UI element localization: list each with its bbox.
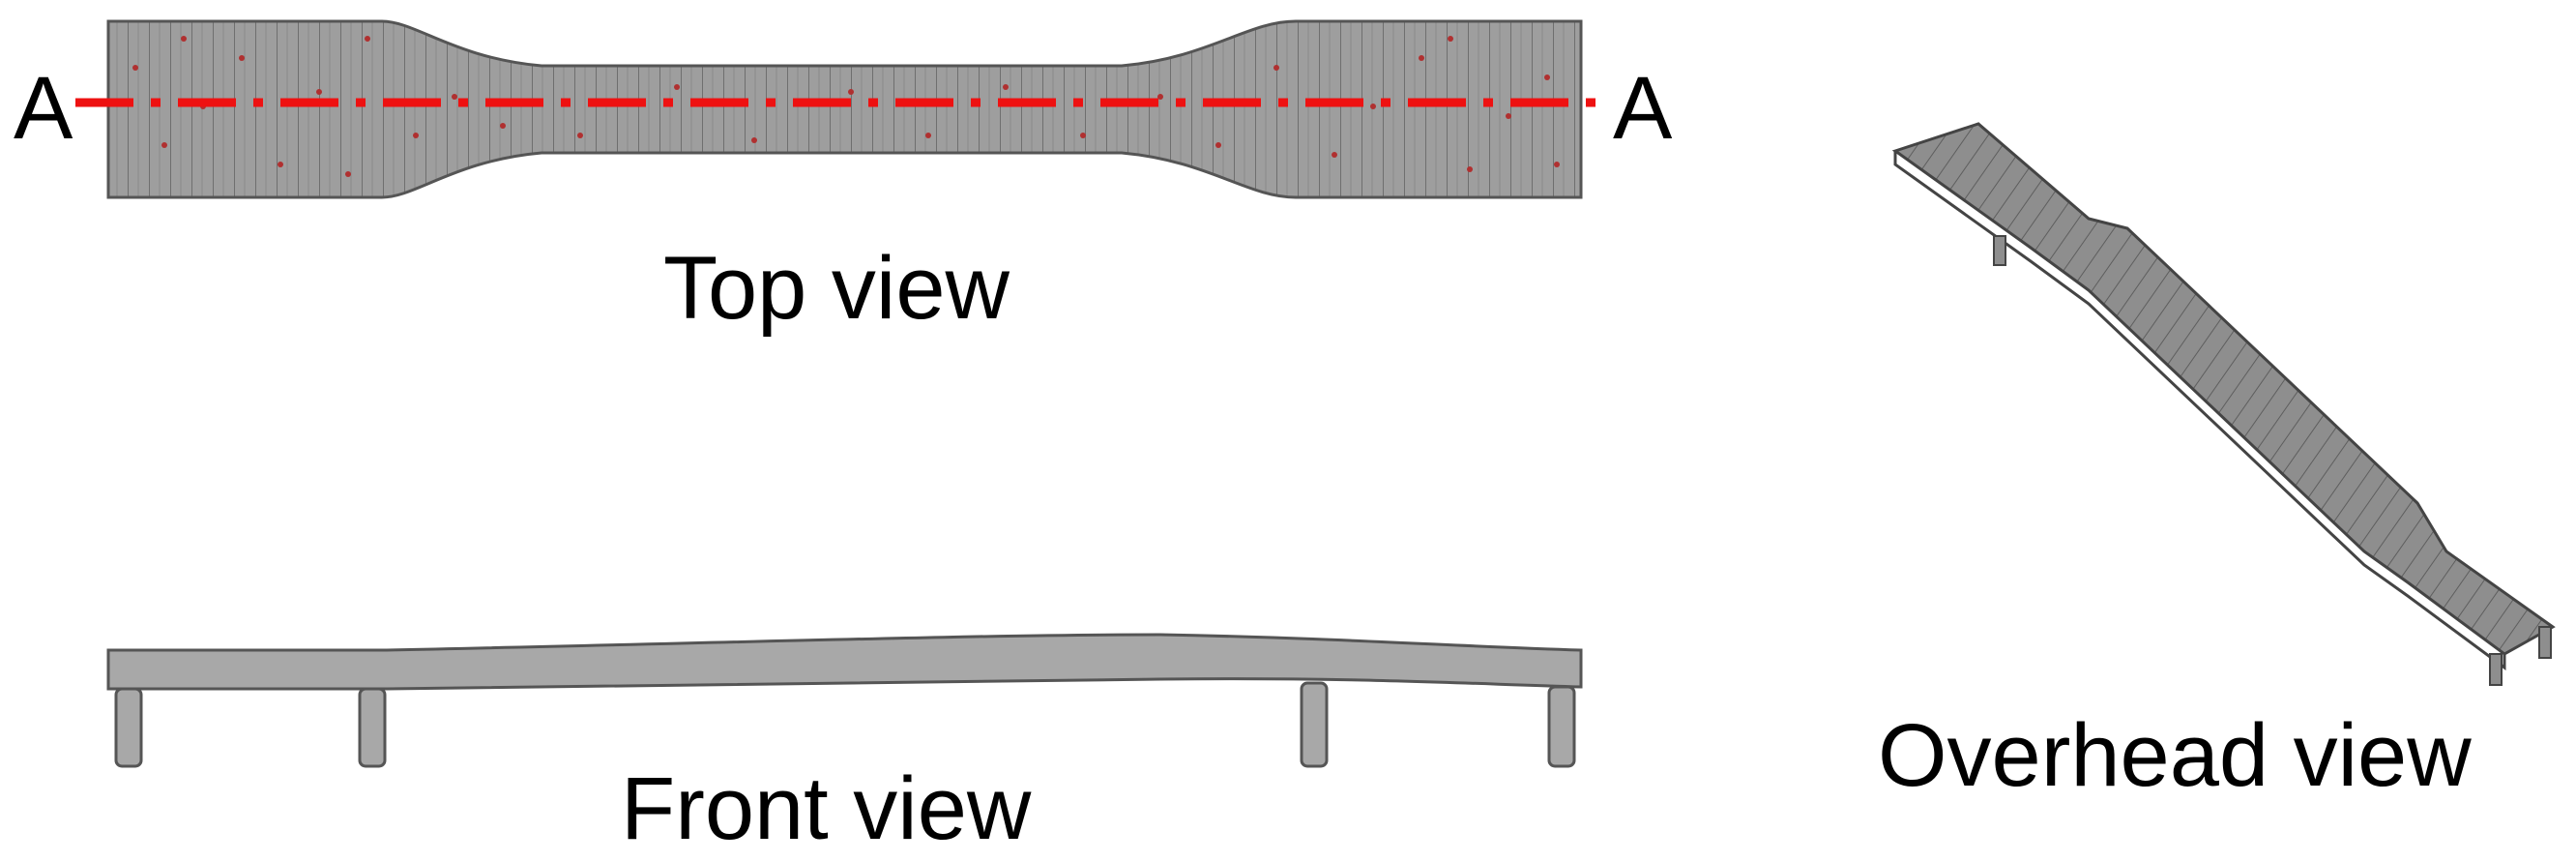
overhead-view-leg bbox=[2489, 653, 2503, 686]
top-view-caption: Top view bbox=[663, 239, 1010, 338]
top-view-outline bbox=[106, 19, 1583, 199]
front-view-specimen bbox=[106, 633, 1583, 768]
front-view-leg bbox=[114, 687, 143, 768]
overhead-view-caption: Overhead view bbox=[1878, 706, 2472, 805]
front-view-leg bbox=[1547, 685, 1576, 768]
front-view-leg bbox=[358, 687, 387, 768]
overhead-view-edge bbox=[1893, 151, 2506, 670]
overhead-view-leg bbox=[1993, 235, 2006, 266]
section-label-right: A bbox=[1613, 59, 1673, 158]
front-view-caption: Front view bbox=[621, 759, 1032, 858]
overhead-view-specimen bbox=[1891, 122, 2556, 686]
overhead-view-leg bbox=[2538, 626, 2552, 659]
overhead-view-body bbox=[1891, 122, 2556, 656]
front-view-leg bbox=[1300, 681, 1329, 768]
speckle-marks bbox=[132, 36, 1560, 177]
section-label-left: A bbox=[14, 59, 73, 158]
top-view-specimen bbox=[106, 19, 1583, 199]
front-view-beam bbox=[106, 633, 1583, 691]
